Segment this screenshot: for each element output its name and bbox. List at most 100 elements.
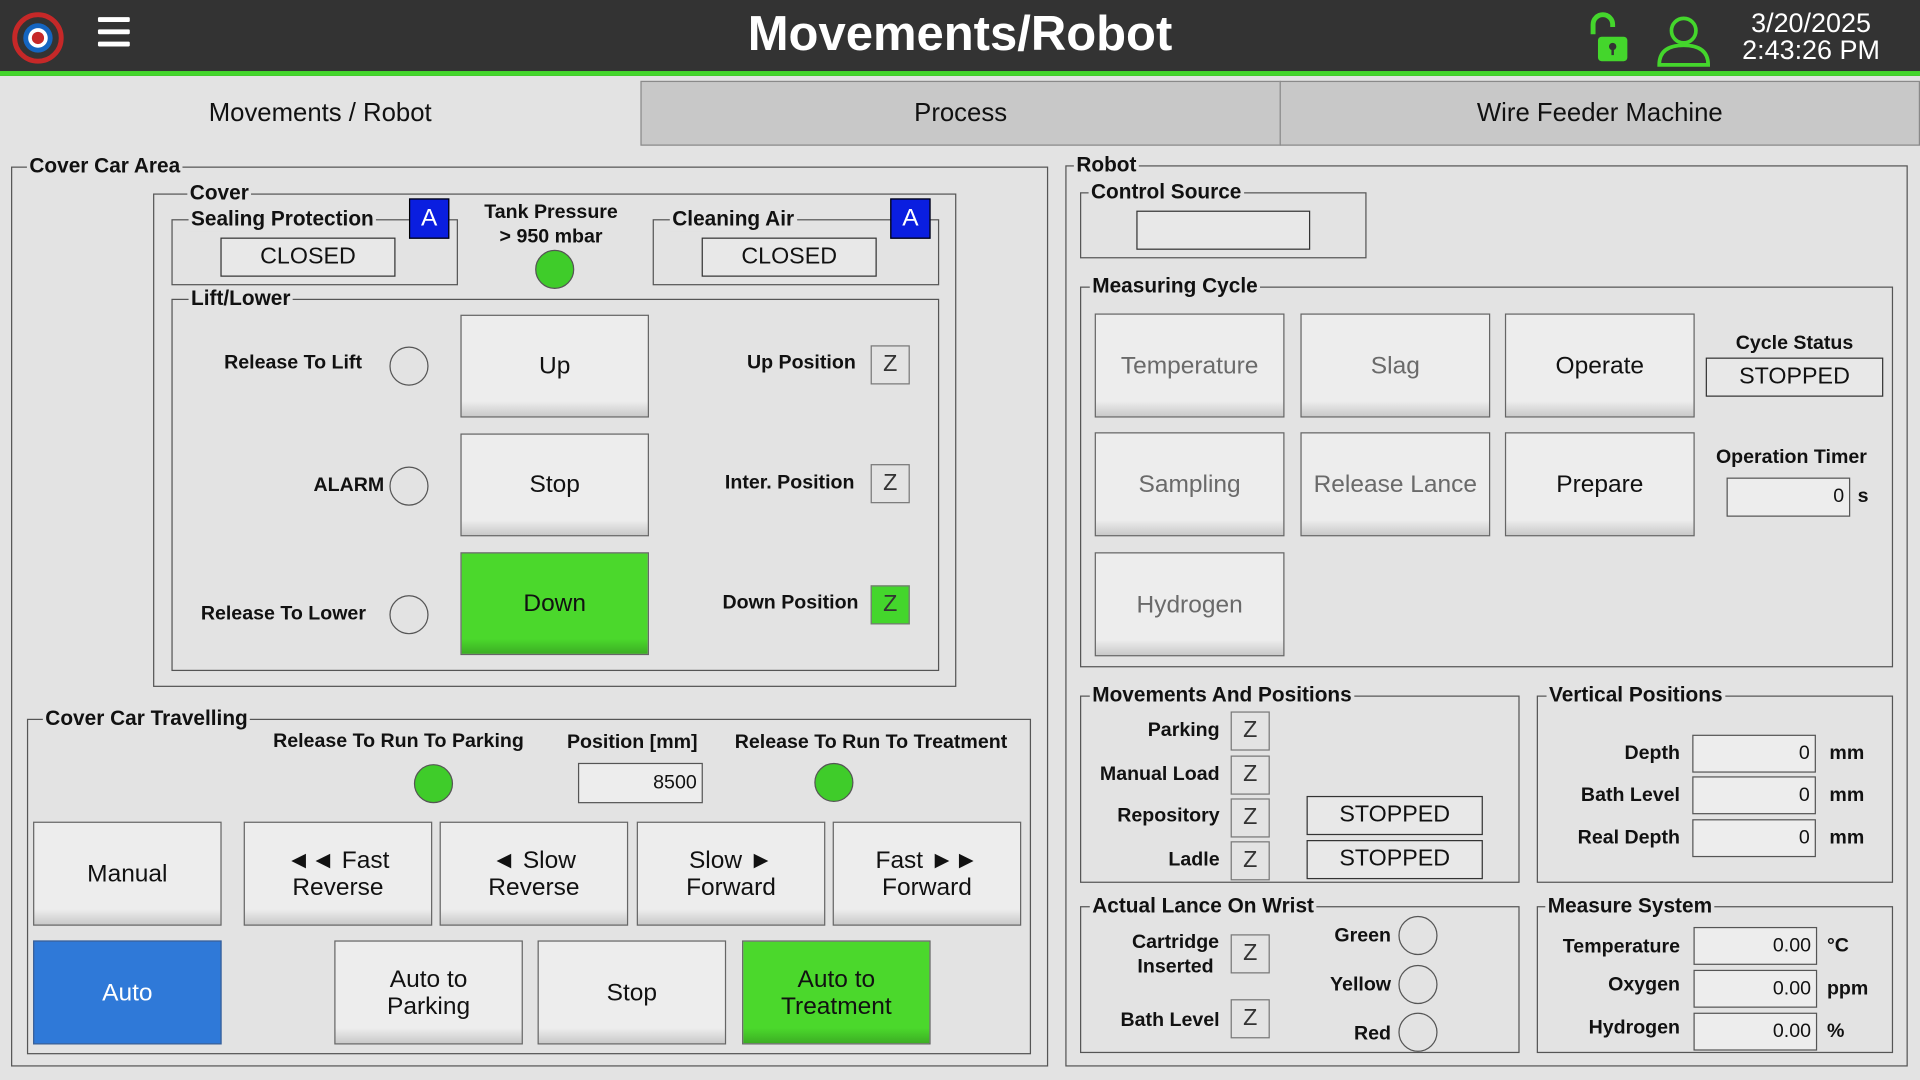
down-button[interactable]: Down [460,552,649,656]
tank-pressure-line2: > 950 mbar [499,226,603,248]
page-title: Movements/Robot [747,7,1173,62]
time-text: 2:43:26 PM [1742,34,1880,65]
group-title: Control Source [1088,180,1244,205]
temperature-cycle-button[interactable]: Temperature [1094,313,1285,418]
slow-forward-line1: Slow ► [688,846,774,874]
stop-travel-button[interactable]: Stop [537,940,727,1045]
slow-forward-button[interactable]: Slow ► Forward [636,821,826,926]
operate-cycle-button[interactable]: Operate [1504,313,1695,418]
tab-wire-feeder-machine[interactable]: Wire Feeder Machine [1279,80,1920,146]
cleaning-air-auto-mode-button[interactable]: A [890,198,931,239]
user-icon[interactable] [1656,12,1712,68]
parking-z-indicator: Z [1230,711,1270,751]
tank-pressure-line1: Tank Pressure [484,202,618,223]
control-source-group: Control Source [1080,180,1367,259]
auto-parking-line2: Parking [387,992,471,1020]
slow-reverse-button[interactable]: ◄ Slow Reverse [439,821,629,926]
group-title: Actual Lance On Wrist [1089,893,1317,919]
tank-pressure-indicator [535,249,575,289]
group-title: Lift/Lower [188,286,293,312]
group-title: Cleaning Air [669,206,797,232]
cleaning-air-status-field: CLOSED [701,237,877,277]
bath-level-unit: mm [1829,784,1865,806]
actual-lance-group: Actual Lance On Wrist [1080,893,1520,1054]
position-label: Position [mm] [566,732,698,754]
position-field: 8500 [577,762,703,804]
cartridge-line1: Cartridge [1131,931,1220,953]
auto-button[interactable]: Auto [33,940,222,1045]
lance-bath-level-z-indicator: Z [1230,999,1270,1039]
hydrogen-cycle-button[interactable]: Hydrogen [1094,552,1285,657]
robot-group: Robot [1065,153,1908,1067]
release-parking-indicator [413,764,454,804]
tab-movements-robot[interactable]: Movements / Robot [0,80,641,146]
fast-forward-line2: Forward [882,873,972,901]
release-treatment-label: Release To Run To Treatment [734,732,1008,754]
stop-lift-button[interactable]: Stop [460,433,649,537]
auto-parking-line1: Auto to [389,965,468,993]
up-button[interactable]: Up [460,314,649,418]
release-to-lower-indicator [389,595,429,635]
ms-temperature-field: 0.00 [1693,926,1818,965]
fast-reverse-line2: Reverse [292,873,384,901]
sampling-cycle-button[interactable]: Sampling [1094,432,1285,537]
group-title: Measure System [1545,893,1715,919]
repository-z-indicator: Z [1230,798,1270,838]
manual-button[interactable]: Manual [33,821,222,926]
release-lance-button[interactable]: Release Lance [1300,432,1491,537]
unlocked-padlock-icon[interactable] [1582,10,1638,66]
slow-reverse-line1: ◄ Slow [491,846,576,874]
measure-system-group: Measure System [1536,893,1894,1054]
bath-level-label: Bath Level [1580,784,1681,806]
tank-pressure-label: Tank Pressure > 950 mbar [463,201,639,250]
alarm-label: ALARM [313,475,385,496]
release-to-lift-indicator [389,346,429,386]
group-title: Measuring Cycle [1089,274,1261,299]
auto-to-treatment-button[interactable]: Auto to Treatment [742,940,931,1045]
lift-lower-group: Lift/Lower [171,286,940,672]
ms-hydrogen-field: 0.00 [1693,1012,1818,1051]
prepare-cycle-button[interactable]: Prepare [1504,432,1695,537]
red-label: Red [1354,1023,1392,1045]
tab-process[interactable]: Process [640,80,1281,146]
manual-load-label: Manual Load [1099,764,1220,785]
operation-timer-unit: s [1857,486,1869,507]
group-title: Robot [1073,153,1139,178]
measuring-cycle-group: Measuring Cycle [1080,274,1894,668]
real-depth-field: 0 [1692,819,1816,858]
datetime-display: 3/20/2025 2:43:26 PM [1724,9,1898,65]
group-title: Cover Car Travelling [42,706,251,732]
sealing-protection-group: Sealing Protection [171,206,458,286]
ms-hydrogen-unit: % [1826,1021,1845,1043]
ms-hydrogen-label: Hydrogen [1588,1017,1681,1039]
up-position-z-indicator: Z [870,345,910,385]
hamburger-menu-icon[interactable] [97,17,130,54]
ladle-status-field: STOPPED [1306,840,1483,880]
bath-level-field: 0 [1692,776,1816,815]
group-title: Vertical Positions [1546,683,1725,708]
operation-timer-label: Operation Timer [1715,446,1867,468]
inter-position-z-indicator: Z [870,464,910,504]
yellow-label: Yellow [1330,974,1392,996]
slow-reverse-line2: Reverse [488,873,580,901]
operation-timer-field: 0 [1726,477,1851,517]
sealing-auto-mode-button[interactable]: A [408,198,450,239]
real-depth-label: Real Depth [1577,827,1681,849]
auto-to-parking-button[interactable]: Auto to Parking [334,940,523,1045]
cycle-status-field: STOPPED [1705,357,1884,397]
slag-cycle-button[interactable]: Slag [1300,313,1491,418]
down-position-z-indicator: Z [870,585,910,625]
up-position-label: Up Position [746,352,856,374]
cover-car-travelling-group: Cover Car Travelling [26,706,1032,1055]
header-bar: Movements/Robot 3/20/2025 2:43:26 PM [0,0,1920,76]
slow-forward-line2: Forward [686,873,776,901]
inter-position-label: Inter. Position [724,472,855,494]
down-position-label: Down Position [722,592,859,614]
cartridge-inserted-label: Cartridge Inserted [1117,931,1235,980]
fast-forward-button[interactable]: Fast ►► Forward [832,821,1022,926]
release-to-lower-label: Release To Lower [200,603,366,625]
ms-oxygen-unit: ppm [1826,978,1869,1000]
fast-reverse-button[interactable]: ◄◄ Fast Reverse [243,821,433,926]
ladle-z-indicator: Z [1230,841,1270,881]
